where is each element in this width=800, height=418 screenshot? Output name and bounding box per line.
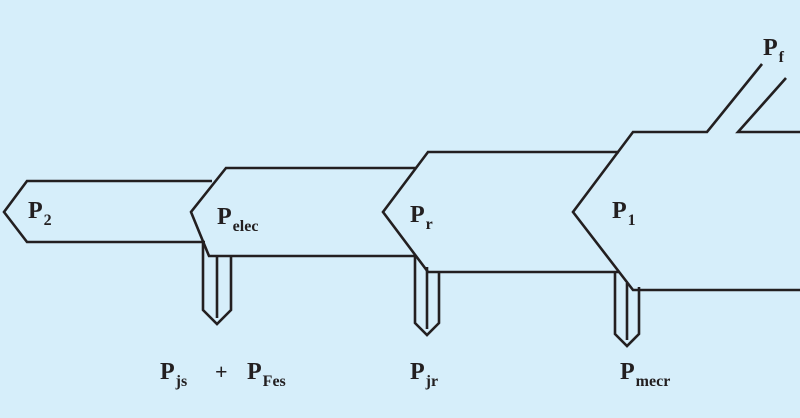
pelec-flow-block (189, 166, 416, 258)
pr-flow-block (381, 150, 619, 274)
pmecr-loss-arrow (613, 272, 641, 348)
label-pjs: Pjs (160, 359, 188, 390)
label-plus: + (215, 359, 228, 384)
label-p1: P1 (612, 198, 636, 229)
label-p2: P2 (28, 198, 52, 229)
label-pf: Pf (763, 35, 784, 66)
pjs-pfes-loss-arrow (201, 243, 233, 326)
label-pmecr: Pmecr (620, 359, 671, 390)
label-pfes: PFes (247, 359, 286, 390)
pjr-loss-arrow (413, 256, 441, 337)
label-pjr: Pjr (410, 359, 439, 390)
label-pelec: Pelec (217, 204, 259, 235)
label-pr: Pr (410, 202, 433, 233)
p2-flow-block (2, 179, 212, 244)
p1-flow-block (571, 63, 800, 292)
